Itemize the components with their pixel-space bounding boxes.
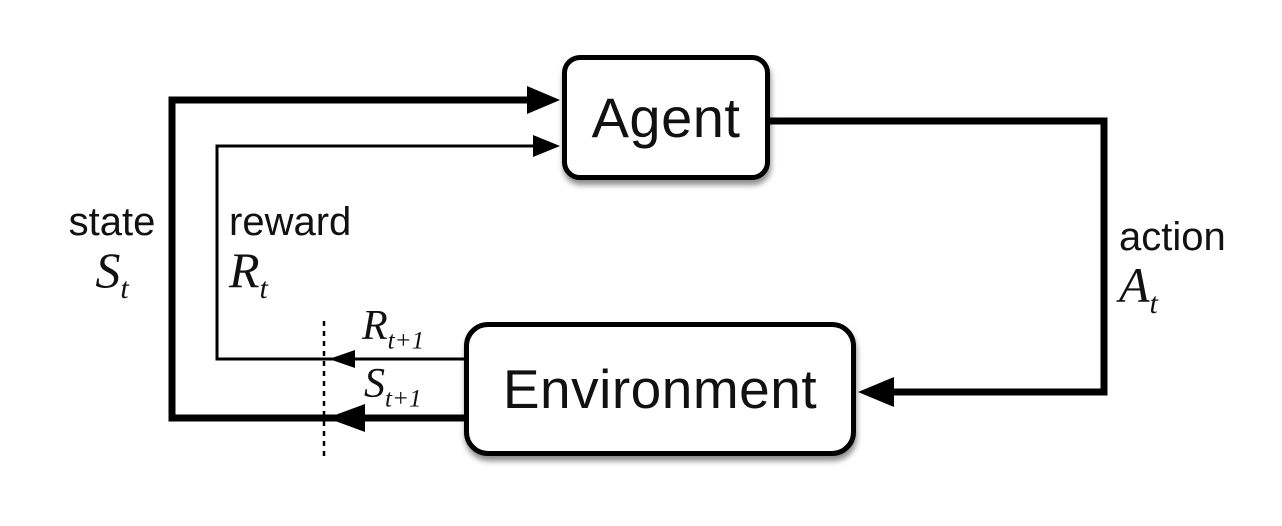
next-reward-symbol-label: Rt+1 xyxy=(362,303,425,355)
agent-box-label: Agent xyxy=(591,86,741,149)
action-symbol-label: At xyxy=(1119,257,1158,321)
action-word-label: action xyxy=(1119,215,1226,259)
next-reward-arrowhead-icon xyxy=(329,350,355,368)
state-word-label: state xyxy=(68,200,156,244)
reward-label-group: reward Rt xyxy=(229,200,352,306)
next-reward-label-group: Rt+1 xyxy=(362,303,425,355)
action-line xyxy=(770,117,1108,396)
environment-box: Environment xyxy=(464,322,856,456)
environment-box-label: Environment xyxy=(502,358,818,420)
state-symbol-label: St xyxy=(95,242,129,306)
state-feedback-line xyxy=(168,96,530,422)
agent-box: Agent xyxy=(562,55,770,180)
reward-symbol-label: Rt xyxy=(229,242,268,306)
next-state-arrowhead-icon xyxy=(327,404,365,432)
next-state-symbol-label: St+1 xyxy=(364,361,422,413)
reward-word-label: reward xyxy=(229,200,352,244)
reward-into-agent-arrowhead-icon xyxy=(533,135,560,157)
action-into-environment-arrowhead-icon xyxy=(858,377,894,407)
next-state-label-group: St+1 xyxy=(364,361,422,413)
state-label-group: state St xyxy=(52,200,172,306)
state-into-agent-arrowhead-icon xyxy=(527,86,560,114)
action-label-group: action At xyxy=(1119,215,1226,321)
